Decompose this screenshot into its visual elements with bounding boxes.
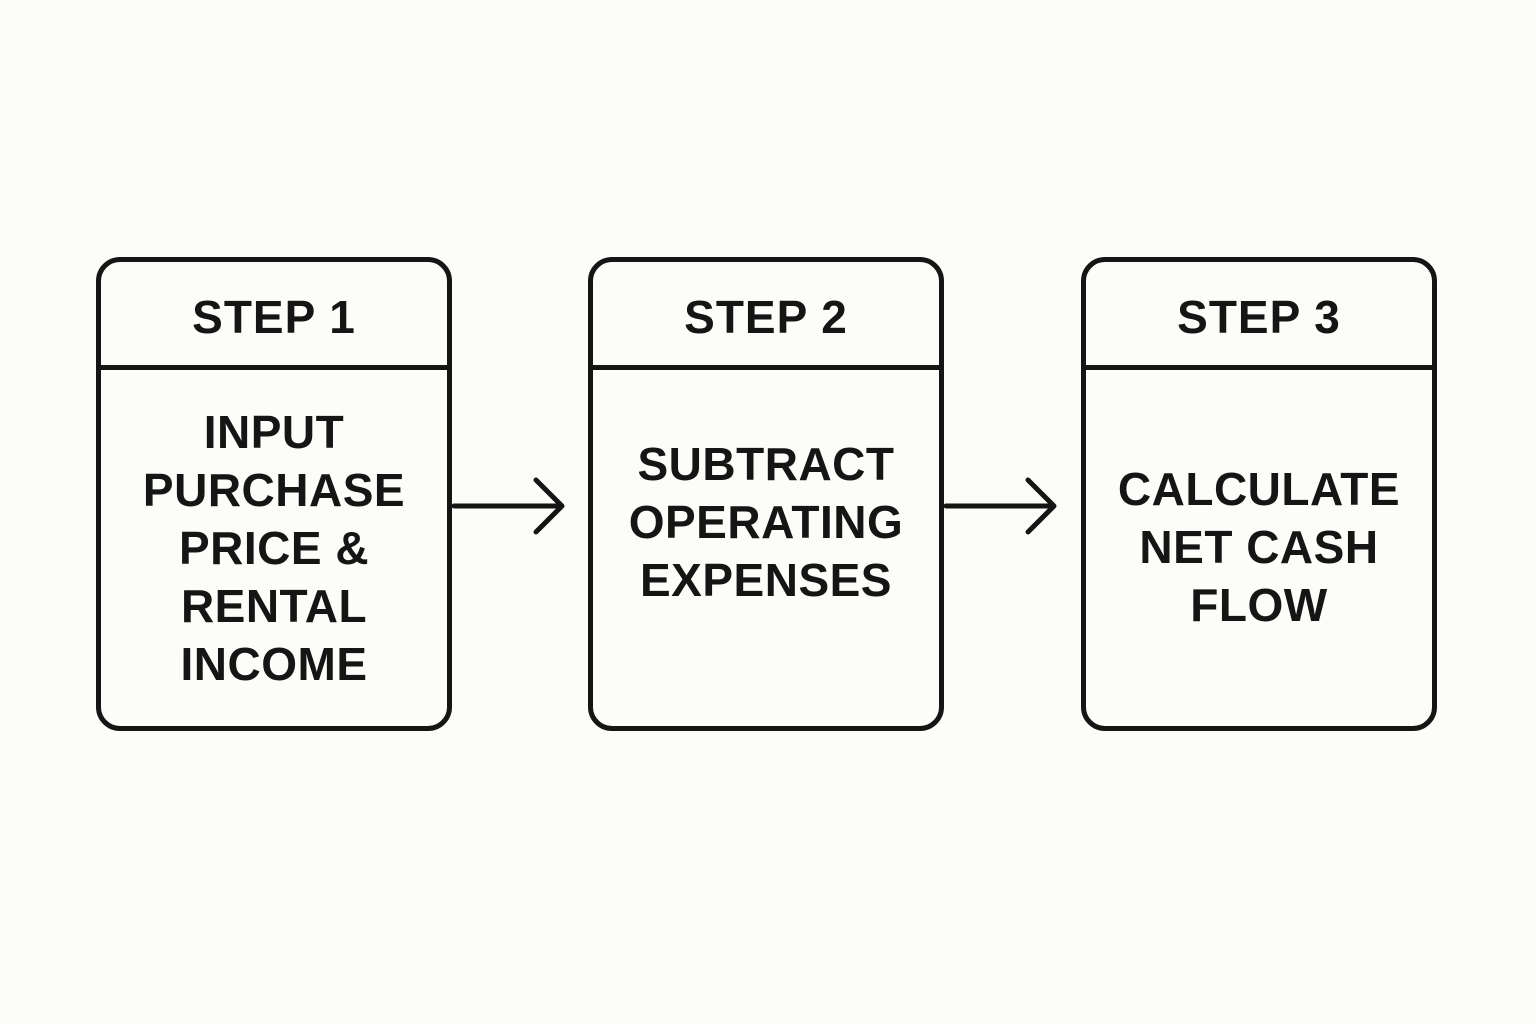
step-1-header: STEP 1	[101, 262, 447, 370]
step-1-line-3: PRICE &	[178, 522, 370, 574]
step-2-line-1: SUBTRACT	[637, 438, 895, 490]
arrow-right-icon	[450, 472, 576, 540]
step-1-title: STEP 1	[192, 290, 356, 343]
arrow-right-icon-svg	[451, 477, 565, 535]
step-2-card: STEP 2 SUBTRACT OPERATING EXPENSES	[588, 257, 944, 731]
step-2-line-2: OPERATING	[628, 496, 904, 548]
step-2-title: STEP 2	[684, 290, 848, 343]
step-3-line-2: NET CASH	[1139, 520, 1379, 573]
step-3-card: STEP 3 CALCULATE NET CASH FLOW	[1081, 257, 1437, 731]
step-3-header: STEP 3	[1086, 262, 1432, 370]
step-2-description: SUBTRACT OPERATING EXPENSES	[623, 435, 910, 609]
arrow-right-icon-svg	[943, 477, 1057, 535]
step-3-line-3: FLOW	[1190, 578, 1328, 631]
arrow-right-icon	[942, 472, 1068, 540]
step-2-line-3: EXPENSES	[640, 554, 892, 606]
step-2-header: STEP 2	[593, 262, 939, 370]
step-1-card: STEP 1 INPUT PURCHASE PRICE & RENTAL INC…	[96, 257, 452, 731]
step-3-line-1: CALCULATE	[1117, 462, 1401, 515]
step-1-line-5: INCOME	[180, 638, 368, 690]
step-1-line-1: INPUT	[203, 406, 345, 458]
step-1-line-2: PURCHASE	[142, 464, 406, 516]
step-1-body: INPUT PURCHASE PRICE & RENTAL INCOME	[101, 370, 447, 726]
step-2-body: SUBTRACT OPERATING EXPENSES	[593, 370, 939, 726]
step-1-line-4: RENTAL	[180, 580, 368, 632]
step-1-description: INPUT PURCHASE PRICE & RENTAL INCOME	[137, 403, 411, 693]
step-3-title: STEP 3	[1177, 290, 1341, 343]
step-3-body: CALCULATE NET CASH FLOW	[1086, 370, 1432, 726]
step-3-description: CALCULATE NET CASH FLOW	[1112, 460, 1406, 634]
